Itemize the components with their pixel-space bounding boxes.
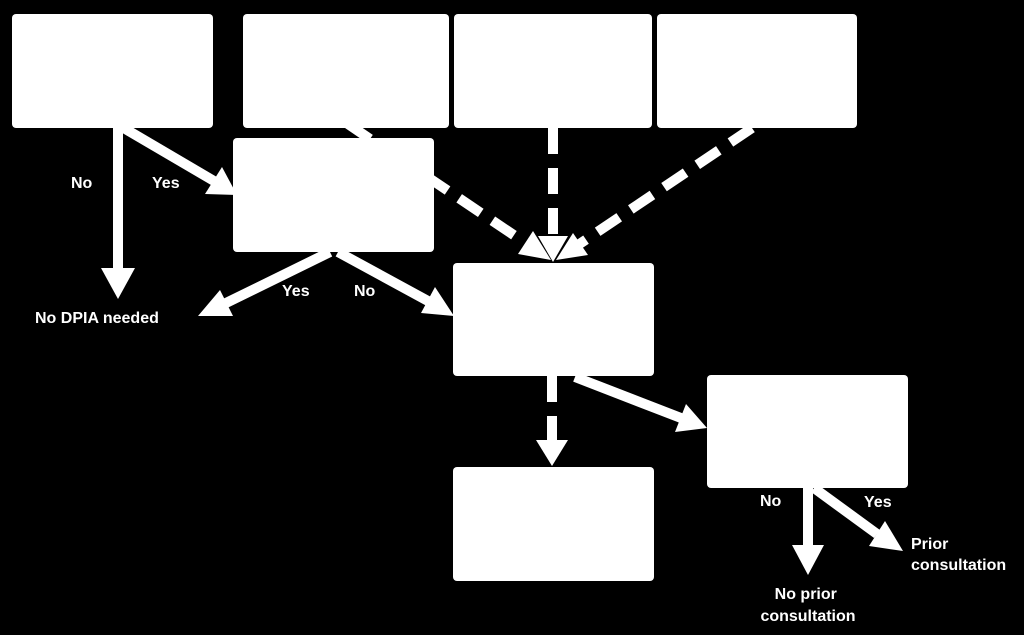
arrowhead-second-to-center-solid — [421, 287, 454, 316]
edge-right-to-prior — [811, 483, 880, 539]
arrowhead-center-to-bottom — [536, 440, 568, 466]
box-top-3 — [454, 14, 652, 128]
box-start — [12, 14, 213, 128]
label-last-no: No — [760, 493, 782, 510]
label-first-yes: Yes — [152, 175, 180, 192]
arrowhead-right-to-no-prior — [792, 545, 824, 575]
label-last-yes: Yes — [864, 494, 892, 511]
box-top-2 — [243, 14, 449, 128]
arrowhead-right-to-prior — [869, 521, 903, 551]
box-top-4 — [657, 14, 857, 128]
outcome-no-prior-consultation: No prior consultation — [760, 586, 855, 625]
edge-start-to-second — [119, 122, 217, 186]
box-right — [707, 375, 908, 488]
outcome-prior-consultation: Prior consultation — [911, 536, 1006, 574]
arrowhead-second-to-center — [518, 231, 551, 260]
outcome-prior-line-2: consultation — [911, 557, 1006, 574]
arrowhead-top3-to-center — [538, 236, 568, 262]
box-second-check — [233, 138, 434, 252]
edge-top2-to-second — [345, 119, 373, 144]
edge-top4-to-center-dashed — [572, 123, 755, 252]
label-second-yes: Yes — [282, 283, 310, 300]
arrowhead-top4-to-center — [556, 233, 588, 260]
edge-second-to-center — [335, 247, 431, 306]
arrowhead-start-to-no-dpia — [101, 268, 135, 299]
box-bottom — [453, 467, 654, 581]
arrowhead-start-to-second — [205, 167, 237, 195]
outcome-prior-line-1: Prior — [911, 536, 948, 553]
label-first-no: No — [71, 175, 93, 192]
label-second-no: No — [354, 283, 376, 300]
outcome-no-prior-line-2: consultation — [760, 608, 855, 625]
arrowhead-center-to-right — [675, 404, 707, 432]
edge-second-to-center-dashed — [423, 171, 533, 251]
outcome-no-dpia: No DPIA needed — [35, 310, 159, 327]
outcome-no-prior-line-1: No prior — [775, 586, 837, 603]
box-center — [453, 263, 654, 376]
arrowhead-second-to-no-dpia — [198, 290, 233, 316]
edge-second-to-no-dpia — [223, 247, 333, 308]
edge-center-to-right — [573, 372, 683, 423]
